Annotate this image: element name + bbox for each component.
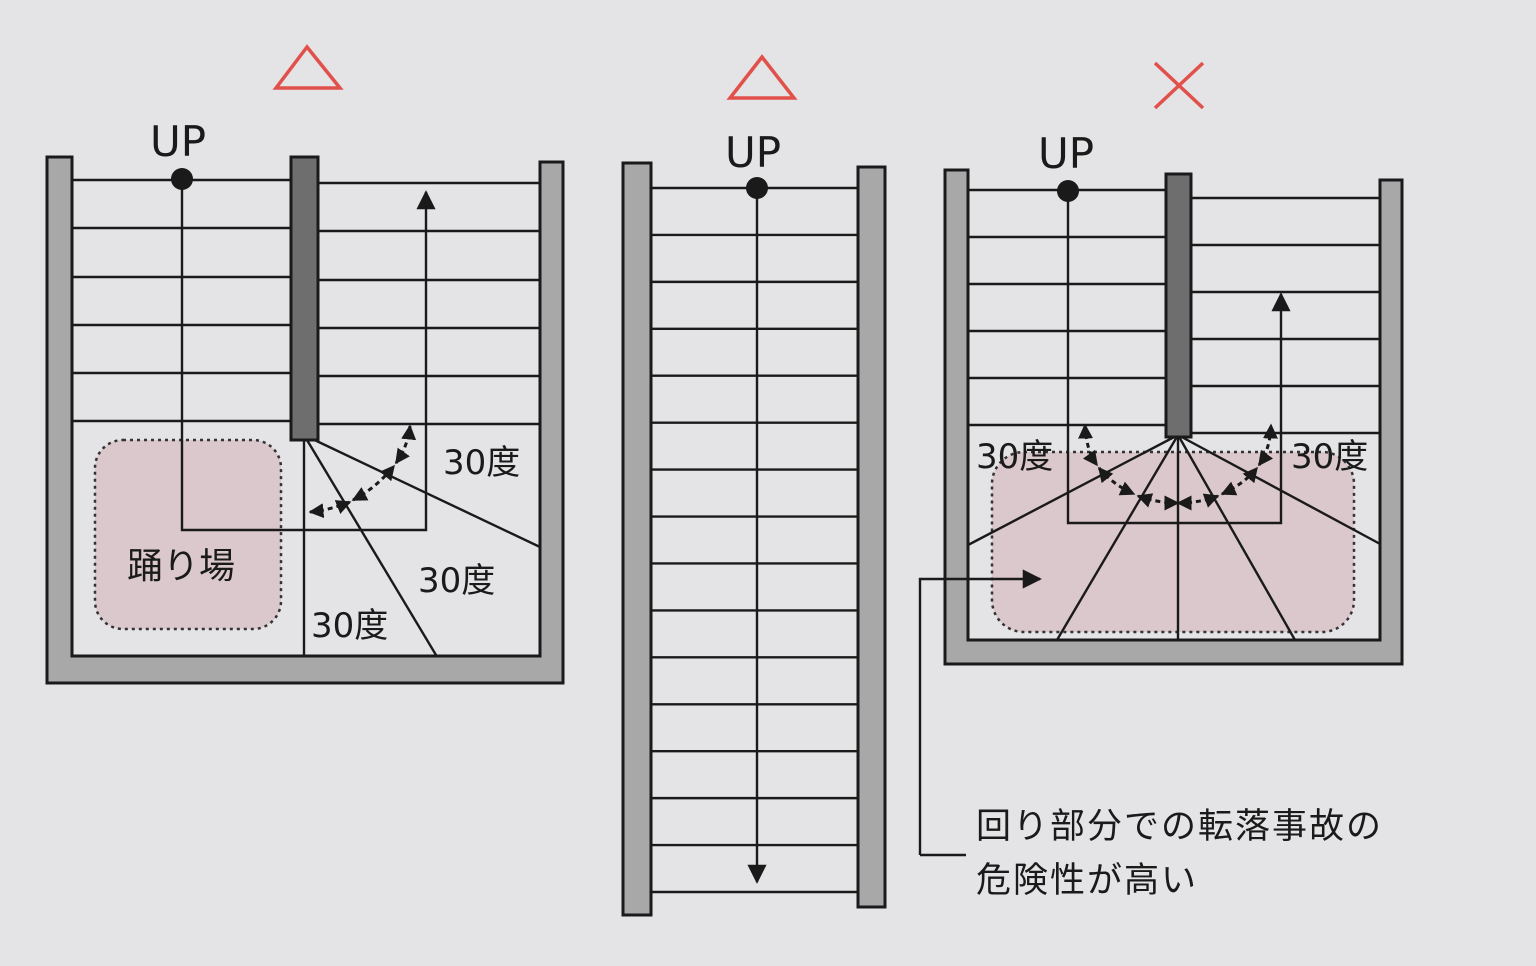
walk-path-left (180, 179, 436, 532)
straight-stair-diagram: UP (621, 54, 887, 917)
angle-label-left-2: 30度 (418, 561, 495, 601)
angle-arcs-right (1078, 423, 1278, 511)
center-wall-right (1164, 172, 1193, 439)
triangle-mark-icon (272, 44, 344, 90)
outer-wall-left (45, 155, 565, 685)
winder-stair-diagram: UP (918, 61, 1404, 901)
triangle-mark-icon (726, 54, 798, 100)
note-leader-line (918, 569, 1042, 855)
left-wall-center (621, 161, 653, 917)
angle-arc-3 (394, 424, 417, 465)
right-wall-center (856, 165, 887, 909)
angle-label-right-2: 30度 (1291, 437, 1368, 477)
angle-label-left-1: 30度 (443, 443, 520, 483)
treads-right-flight (318, 181, 540, 426)
rating-mark-center (726, 54, 798, 100)
landing-label: 踊り場 (127, 546, 235, 587)
outer-wall-right (943, 168, 1404, 666)
danger-zone (990, 450, 1356, 634)
angle-label-left-3: 30度 (311, 606, 388, 646)
angle-arc-2 (351, 464, 396, 502)
landing-zone (93, 438, 283, 631)
rating-mark-right (1153, 61, 1205, 110)
note-line-2: 危険性が高い (976, 861, 1198, 901)
angle-label-right-1: 30度 (976, 437, 1053, 477)
up-label-center: UP (725, 128, 781, 177)
angle-arc-1 (308, 500, 352, 519)
up-label-right: UP (1038, 129, 1094, 178)
treads-straight-flight (650, 186, 859, 894)
walk-path-right (1066, 191, 1291, 525)
center-wall-left (289, 155, 320, 442)
winder-radial-lines (967, 433, 1383, 641)
note-line-1: 回り部分での転落事故の (976, 807, 1383, 847)
landing-stair-diagram: UP (45, 44, 565, 685)
landing-winder-lines (302, 423, 541, 656)
rating-mark-left (272, 44, 344, 90)
up-label-left: UP (150, 117, 206, 166)
